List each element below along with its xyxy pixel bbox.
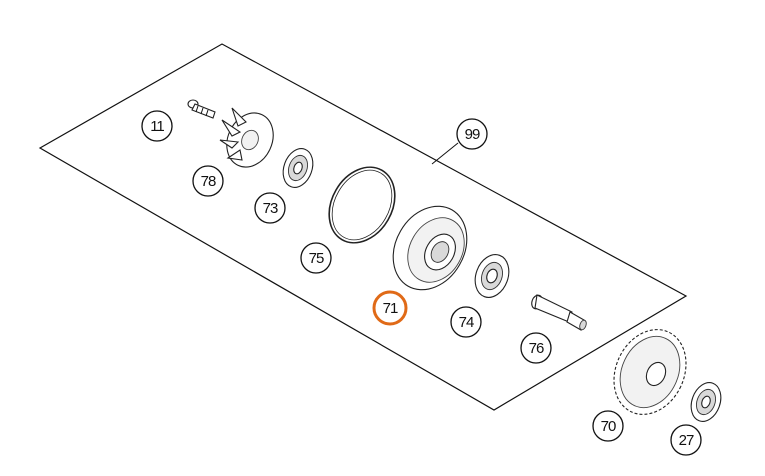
part-73-bearing[interactable] [278,144,318,191]
callout-11[interactable]: 11 [141,110,173,142]
callout-99-text: 99 [465,126,480,143]
part-11-bolt[interactable] [187,99,216,119]
callout-75[interactable]: 75 [300,242,332,274]
leader-99 [431,142,459,165]
callout-74[interactable]: 74 [450,306,482,338]
callout-99[interactable]: 99 [456,118,488,150]
callout-71-text: 71 [383,300,398,317]
callout-27-text: 27 [679,432,694,449]
callout-74-text: 74 [459,314,474,331]
part-71-gear-wheel[interactable] [379,193,482,303]
callout-11-text: 11 [150,118,164,135]
callout-70-text: 70 [601,418,616,435]
callout-76-text: 76 [529,340,544,357]
callout-78[interactable]: 78 [192,165,224,197]
callout-75-text: 75 [309,250,324,267]
part-76-shaft[interactable] [530,294,588,331]
part-75-o-ring[interactable] [316,155,408,254]
callout-27[interactable]: 27 [670,424,702,456]
callout-70[interactable]: 70 [592,410,624,442]
callout-78-text: 78 [201,173,216,190]
part-74-bearing[interactable] [469,250,514,302]
callout-73[interactable]: 73 [254,192,286,224]
callout-73-text: 73 [263,200,278,217]
callout-71[interactable]: 71 [372,290,408,326]
callout-76[interactable]: 76 [520,332,552,364]
part-70-gear[interactable] [601,318,700,426]
part-78-impeller[interactable] [218,105,282,174]
kit-outline [38,43,688,411]
part-27-bearing[interactable] [686,378,726,425]
